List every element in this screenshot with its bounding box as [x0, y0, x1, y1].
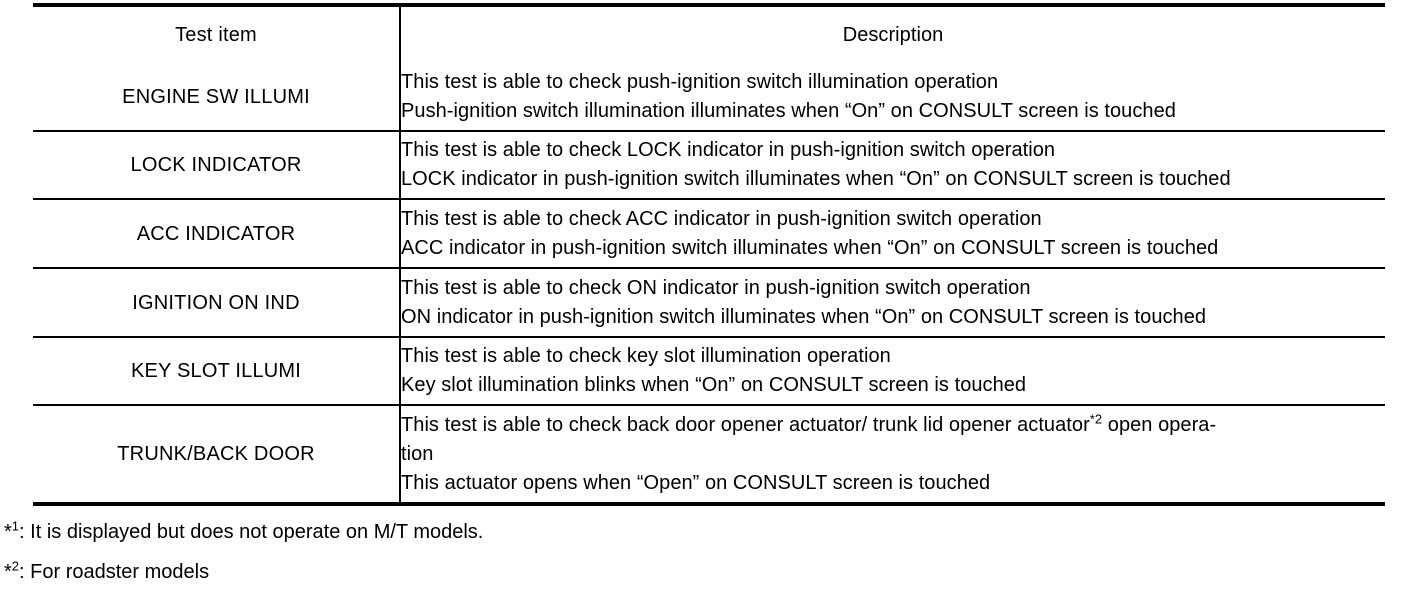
test-item-name: LOCK INDICATOR	[33, 131, 401, 200]
table-row: LOCK INDICATOR This test is able to chec…	[33, 131, 1385, 200]
footnote-ref-2: *2	[1089, 410, 1103, 426]
table-row: KEY SLOT ILLUMI This test is able to che…	[33, 337, 1385, 406]
test-item-description-table: Test item Description ENGINE SW ILLUMI T…	[33, 3, 1385, 506]
footnote-1: *1: It is displayed but does not operate…	[4, 518, 1394, 544]
table-row: TRUNK/BACK DOOR This test is able to che…	[33, 405, 1385, 504]
description-line-tail: open opera-	[1102, 413, 1217, 436]
footnote-text: : It is displayed but does not operate o…	[19, 521, 484, 543]
description-line: This test is able to check back door ope…	[401, 411, 1385, 440]
description-line: This test is able to check ACC indicator…	[401, 207, 1042, 230]
test-item-name: ACC INDICATOR	[33, 199, 401, 269]
table-header-row: Test item Description	[33, 5, 1385, 64]
description-line: This actuator opens when “Open” on CONSU…	[401, 471, 991, 494]
column-header-test-item: Test item	[33, 5, 401, 64]
description-line: Push-ignition switch illumination illumi…	[401, 100, 1176, 122]
footnote-number: 1	[11, 518, 20, 534]
footnotes: *1: It is displayed but does not operate…	[4, 518, 1394, 600]
test-item-name: KEY SLOT ILLUMI	[33, 337, 401, 406]
description-line: ON indicator in push-ignition switch ill…	[401, 305, 1207, 328]
test-item-name: ENGINE SW ILLUMI	[33, 64, 401, 132]
test-item-description: This test is able to check back door ope…	[400, 405, 1385, 504]
test-item-description: This test is able to check ACC indicator…	[400, 199, 1385, 269]
description-line: This test is able to check LOCK indicato…	[401, 139, 1056, 161]
footnote-number: 2	[11, 558, 20, 574]
description-line: tion	[401, 442, 434, 465]
table-row: IGNITION ON IND This test is able to che…	[33, 268, 1385, 338]
test-item-name: IGNITION ON IND	[33, 268, 401, 338]
description-line: LOCK indicator in push-ignition switch i…	[401, 168, 1231, 190]
footnote-star: *	[4, 561, 12, 583]
footnote-marker: *1	[4, 518, 20, 543]
test-item-description: This test is able to check LOCK indicato…	[400, 131, 1385, 200]
footnote-text: : For roadster models	[19, 561, 210, 583]
description-line: ACC indicator in push-ignition switch il…	[401, 236, 1219, 259]
description-line-text: This test is able to check back door ope…	[401, 413, 1090, 436]
description-line: Key slot illumination blinks when “On” o…	[401, 374, 1027, 396]
test-item-description: This test is able to check key slot illu…	[400, 337, 1385, 406]
test-item-name: TRUNK/BACK DOOR	[33, 405, 401, 504]
table-row: ACC INDICATOR This test is able to check…	[33, 199, 1385, 269]
footnote-2: *2: For roadster models	[4, 558, 1394, 584]
column-header-description: Description	[842, 24, 944, 46]
footnote-star: *	[4, 521, 12, 543]
description-line: This test is able to check push-ignition…	[401, 71, 999, 93]
footnote-marker: *2	[4, 558, 20, 583]
test-item-description: This test is able to check ON indicator …	[400, 268, 1385, 338]
description-line: This test is able to check key slot illu…	[401, 345, 891, 367]
test-item-description: This test is able to check push-ignition…	[400, 64, 1385, 132]
table-row: ENGINE SW ILLUMI This test is able to ch…	[33, 64, 1385, 132]
description-line: This test is able to check ON indicator …	[401, 276, 1031, 299]
